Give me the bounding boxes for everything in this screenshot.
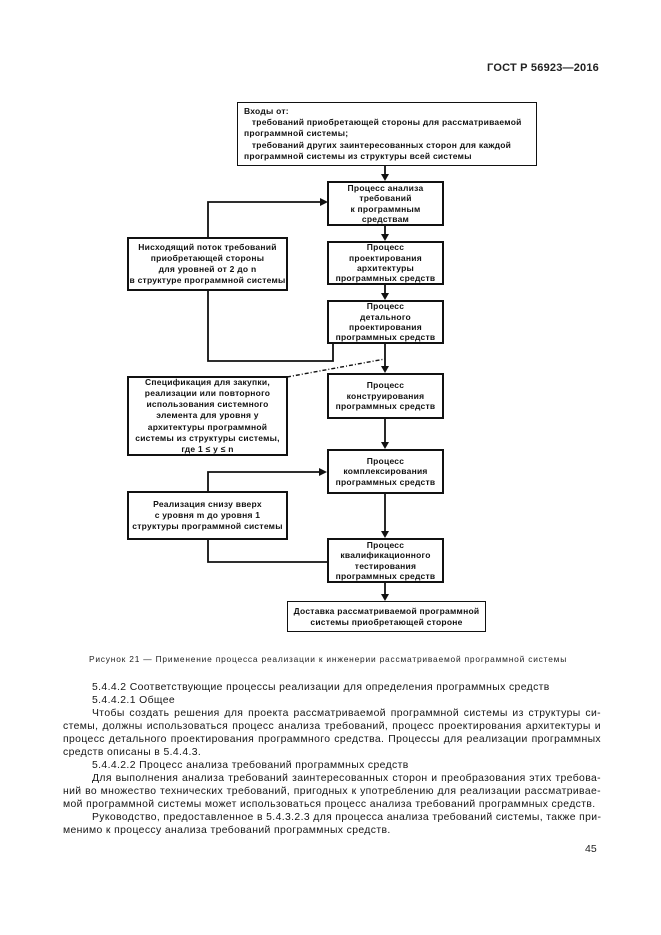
body-text: 5.4.4.2 Соответствующие процессы реализа…: [63, 681, 601, 837]
figure-caption: Рисунок 21 — Применение процесса реализа…: [88, 654, 568, 664]
body-line: процесс детального проектирования програ…: [63, 734, 601, 745]
page-number: 45: [585, 843, 597, 855]
body-line: средств описаны в 5.4.4.3.: [63, 747, 202, 758]
flowchart-node-inputs: Входы от: требований приобретающей сторо…: [237, 102, 537, 166]
body-line: Руководство, предоставленное в 5.4.3.2.3…: [92, 812, 602, 823]
flowchart-node-architecture-design: Процесс проектирования архитектуры прогр…: [327, 241, 444, 285]
document-code: ГОСТ Р 56923—2016: [487, 62, 599, 74]
body-line: стемы, должны использоваться процесс ана…: [63, 721, 601, 732]
body-line: Для выполнения анализа требований заинте…: [92, 773, 601, 784]
body-line: ний во множество технических требований,…: [63, 786, 601, 797]
flowchart-note-specification: Спецификация для закупки, реализации или…: [127, 376, 288, 456]
flowchart-note-bottom-up-realization: Реализация снизу вверх с уровня m до уро…: [127, 491, 288, 540]
flowchart-node-requirements-analysis: Процесс анализа требований к программным…: [327, 181, 444, 226]
body-line: 5.4.4.2 Соответствующие процессы реализа…: [92, 682, 550, 693]
figure-21-flowchart: Входы от: требований приобретающей сторо…: [127, 102, 537, 632]
flowchart-node-detailed-design: Процесс детального проектирования програ…: [327, 300, 444, 344]
flowchart-note-downward-flow: Нисходящий поток требований приобретающе…: [127, 237, 288, 291]
body-line: Чтобы создать решения для проекта рассма…: [92, 708, 601, 719]
body-line: 5.4.4.2.2 Процесс анализа требований про…: [92, 760, 409, 771]
flowchart-node-qualification-testing: Процесс квалификационного тестирования п…: [327, 538, 444, 583]
flowchart-node-delivery: Доставка рассматриваемой программной сис…: [287, 601, 486, 632]
arrowheads: [319, 174, 389, 601]
flowchart-node-construction: Процесс конструирования программных сред…: [327, 373, 444, 419]
body-line: менимо к процессу анализа требований про…: [63, 825, 391, 836]
body-line: мой программной системы может использова…: [63, 799, 596, 810]
body-line: 5.4.4.2.1 Общее: [92, 695, 176, 706]
flowchart-node-integration: Процесс комплексирования программных сре…: [327, 449, 444, 494]
